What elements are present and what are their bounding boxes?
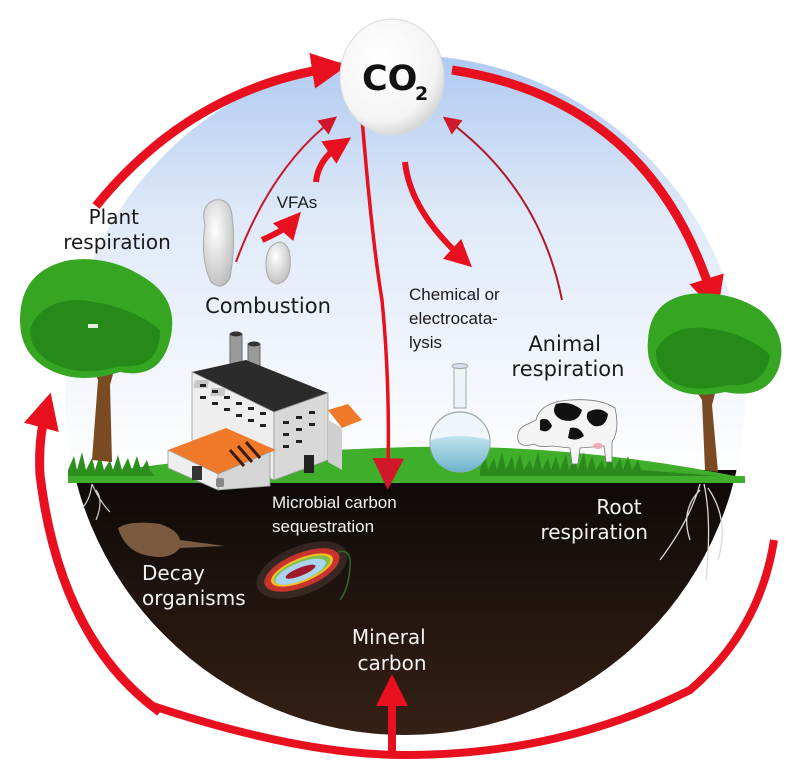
co2-subscript: 2 [415, 83, 428, 105]
decay-organisms-label: Decay organisms [142, 561, 246, 610]
cow [517, 399, 618, 465]
root-respiration-label: Root respiration [540, 495, 648, 544]
arrow-co2-to-catalysis [402, 161, 472, 268]
arc-bottom [148, 539, 778, 760]
soil-details [81, 483, 723, 601]
factory [167, 331, 362, 491]
cycle-arrows [23, 53, 778, 760]
arrow-vfas-curl [260, 211, 301, 243]
left-tree [20, 259, 173, 462]
arrow-vfas-to-co2 [313, 137, 352, 183]
arc-co2-to-right-tree [451, 65, 724, 314]
co2-label: CO [362, 59, 417, 99]
right-roots [659, 483, 723, 581]
labels: Plant respiration Combustion VFAs Chemic… [63, 193, 648, 675]
animal-respiration-label: Animal respiration [512, 332, 625, 381]
co2-node: CO 2 [339, 18, 445, 136]
chemical-catalysis-label: Chemical or electrocata- lysis [409, 285, 504, 352]
decay-leaf [118, 522, 225, 557]
flask [429, 363, 491, 473]
smoke-cloud-large [203, 199, 235, 287]
left-roots [81, 483, 111, 521]
arrow-combustion-to-co2 [235, 116, 338, 263]
smoke-cloud-small [265, 241, 291, 285]
arrow-co2-down-sequestration [360, 117, 405, 490]
arc-plant-to-co2 [92, 53, 348, 209]
vfas-label: VFAs [277, 193, 318, 212]
microbial-sequestration-label: Microbial carbon sequestration [272, 493, 401, 536]
plant-respiration-label: Plant respiration [63, 205, 171, 254]
soil [65, 470, 745, 735]
bacterium [256, 541, 351, 601]
combustion-label: Combustion [205, 294, 331, 318]
arrow-animal-to-co2 [442, 116, 563, 301]
right-tree [647, 293, 782, 472]
combustion-smoke [203, 199, 291, 287]
inner-arrows [235, 116, 563, 490]
arc-left-lower [23, 392, 163, 716]
mineral-carbon-label: Mineral carbon [352, 625, 432, 675]
